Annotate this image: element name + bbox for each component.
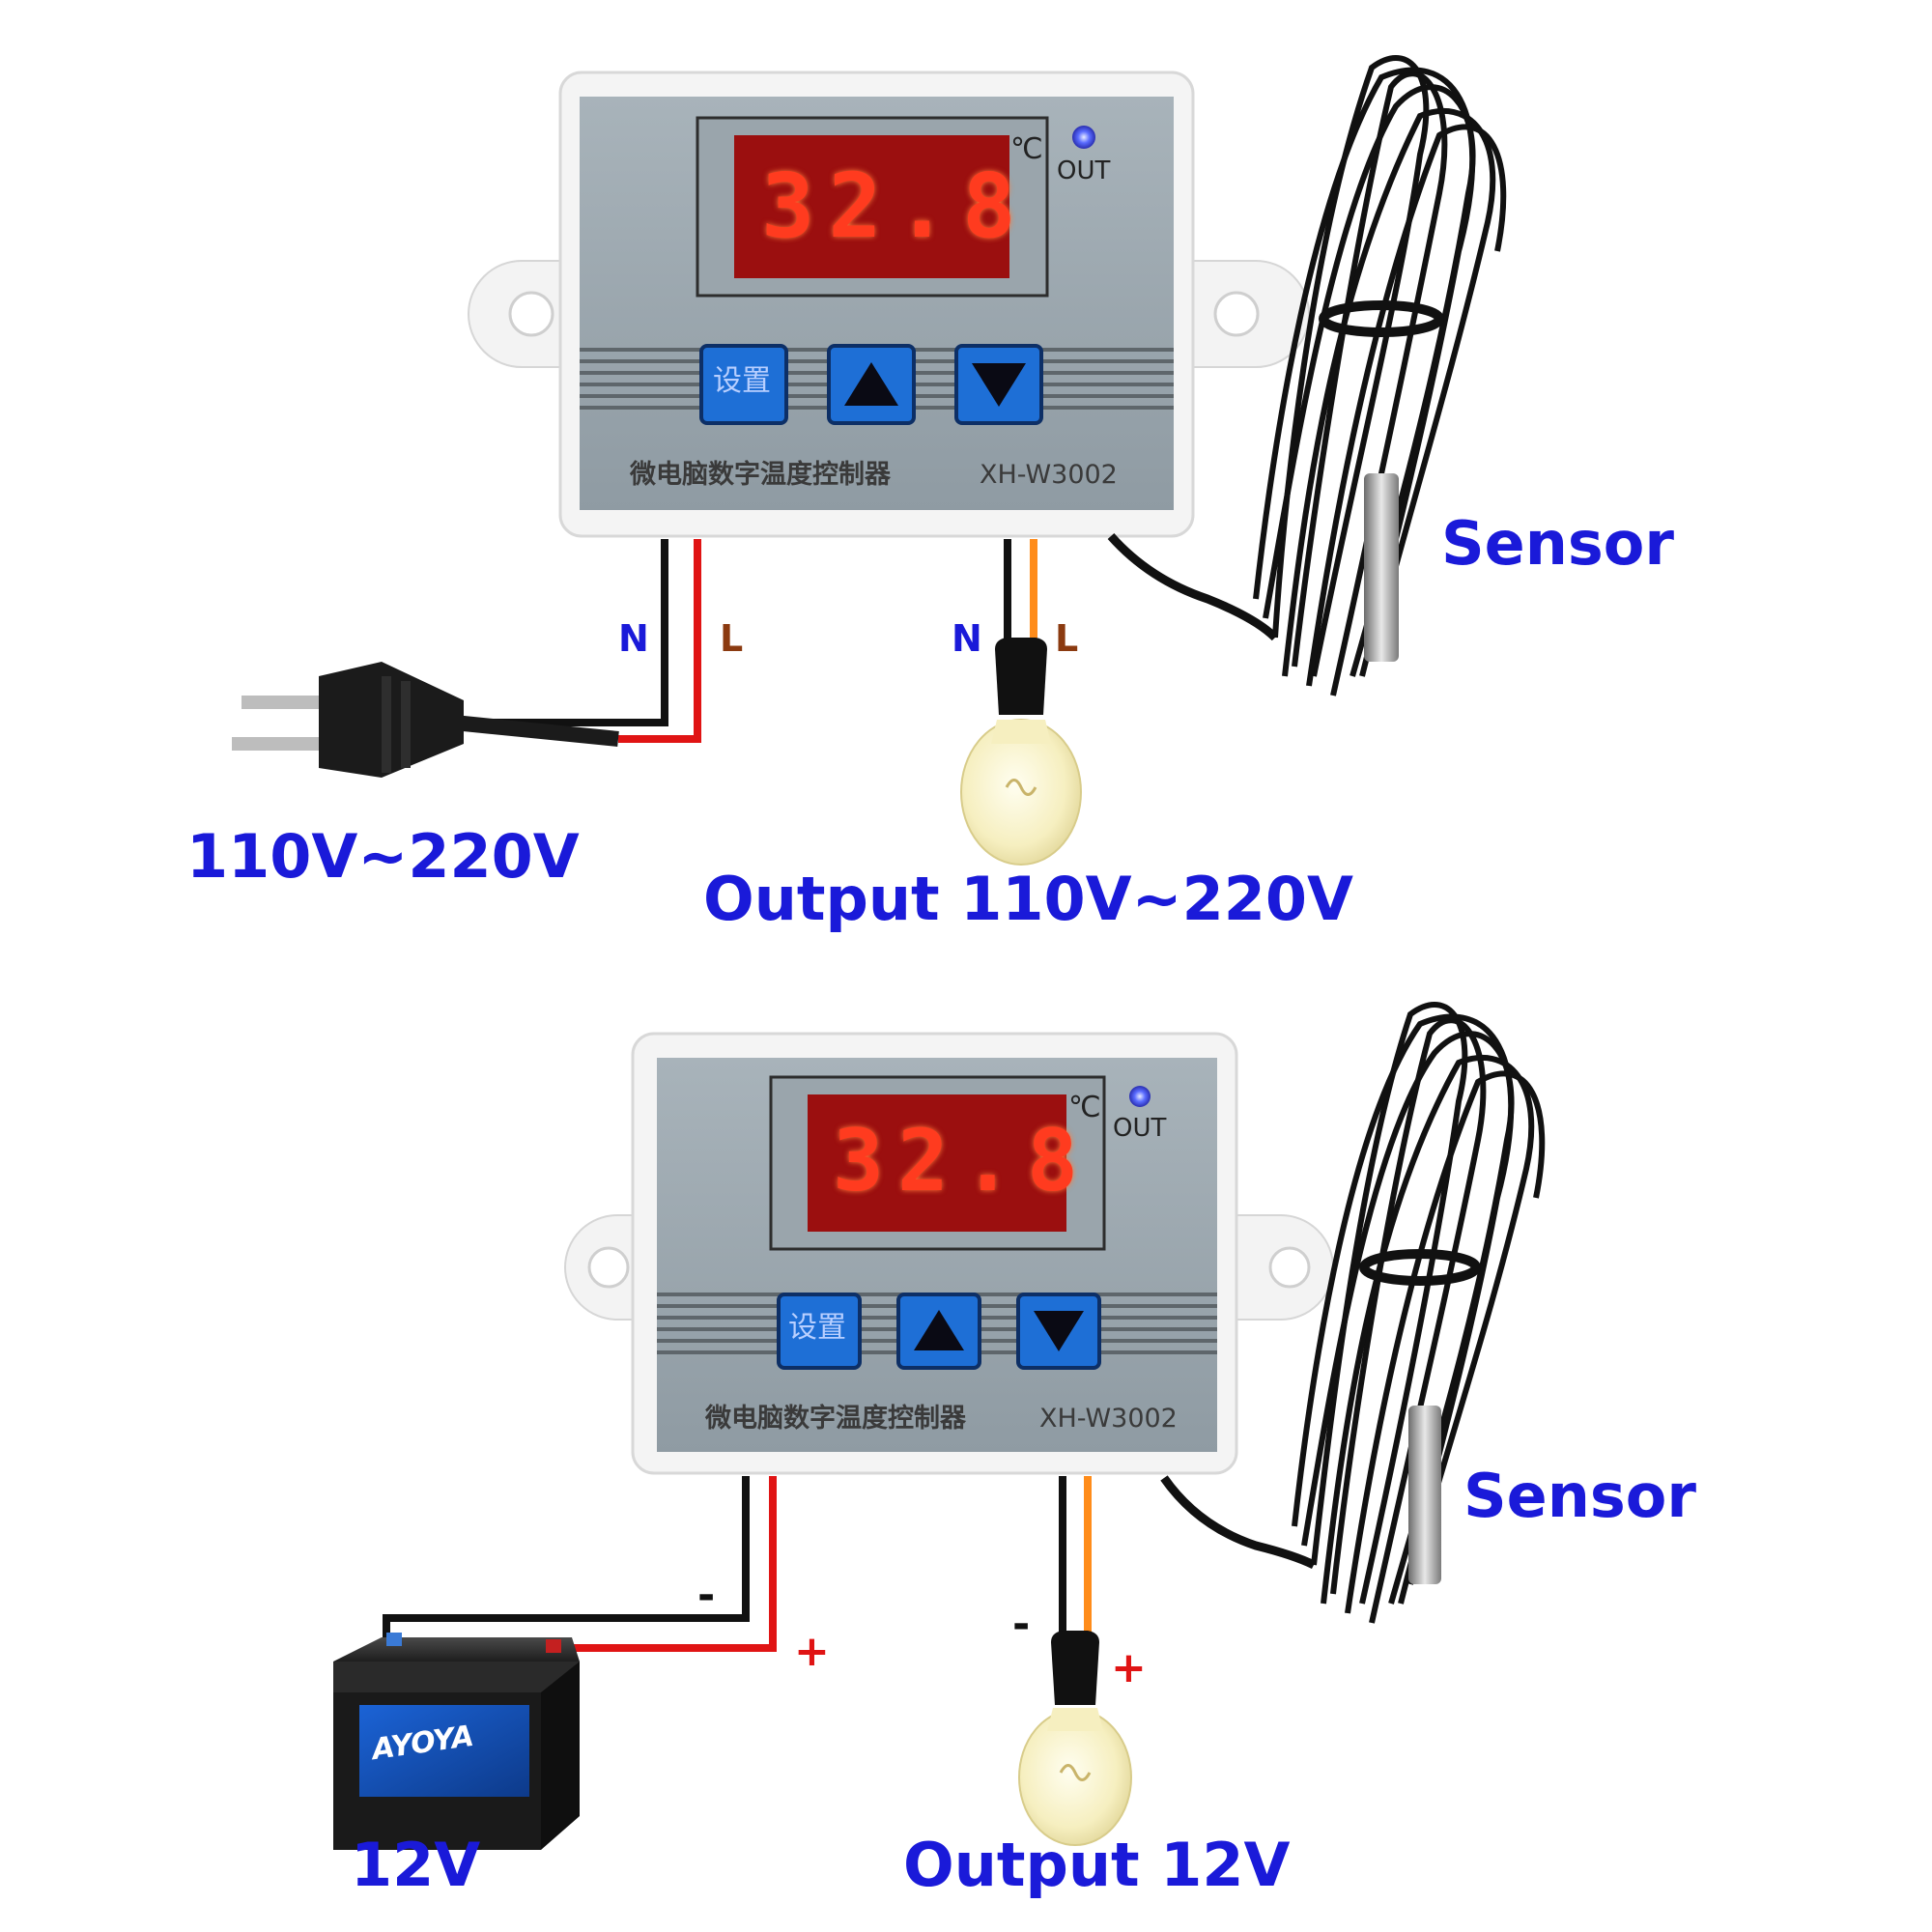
bottom-output-plus-label: + <box>1111 1643 1147 1692</box>
top-output-l-label: L <box>1055 617 1079 660</box>
top-input-voltage-label: 110V~220V <box>186 821 580 892</box>
top-sensor-icon <box>1107 55 1507 696</box>
top-output-voltage-label: Output 110V~220V <box>703 864 1353 934</box>
bottom-sensor-label: Sensor <box>1463 1461 1696 1531</box>
top-output-n-label: N <box>952 617 982 660</box>
bottom-controller <box>564 1032 1334 1475</box>
bottom-output-minus-label: - <box>1012 1600 1031 1649</box>
top-set-button[interactable]: 设置 <box>713 364 771 398</box>
top-temperature-display: 32.8 <box>761 155 1030 258</box>
bottom-input-plus-label: + <box>794 1627 830 1676</box>
top-input-l-label: L <box>720 617 744 660</box>
bottom-model-number: XH-W3002 <box>1039 1404 1178 1434</box>
bottom-bulb-icon <box>1018 1631 1132 1846</box>
bottom-temperature-display: 32.8 <box>833 1111 1092 1210</box>
bottom-celsius-unit: ℃ <box>1068 1091 1101 1124</box>
bottom-set-button[interactable]: 设置 <box>788 1311 846 1345</box>
top-controller <box>468 71 1310 538</box>
top-model-number: XH-W3002 <box>980 460 1118 490</box>
top-input-wiring <box>232 539 701 778</box>
bottom-out-indicator-label: OUT <box>1113 1114 1167 1143</box>
bottom-input-voltage-label: 12V <box>351 1830 481 1900</box>
top-celsius-unit: ℃ <box>1010 132 1043 166</box>
bottom-up-button[interactable] <box>898 1294 980 1368</box>
bottom-sensor-icon <box>1160 1002 1546 1624</box>
top-up-button[interactable] <box>829 346 914 423</box>
power-plug-icon <box>232 662 464 778</box>
top-input-n-label: N <box>618 617 649 660</box>
bottom-down-button[interactable] <box>1018 1294 1099 1368</box>
top-bulb-icon <box>960 638 1082 866</box>
battery-icon <box>333 1633 580 1850</box>
top-out-indicator-label: OUT <box>1057 156 1111 185</box>
bottom-input-minus-label: - <box>697 1571 716 1620</box>
bottom-product-name: 微电脑数字温度控制器 <box>705 1404 966 1434</box>
top-sensor-label: Sensor <box>1441 508 1674 579</box>
bottom-input-wiring <box>333 1476 777 1850</box>
top-down-button[interactable] <box>956 346 1041 423</box>
bottom-output-voltage-label: Output 12V <box>903 1830 1291 1900</box>
top-product-name: 微电脑数字温度控制器 <box>630 460 891 490</box>
bottom-output-wiring <box>1018 1476 1132 1846</box>
top-output-wiring <box>960 539 1082 866</box>
